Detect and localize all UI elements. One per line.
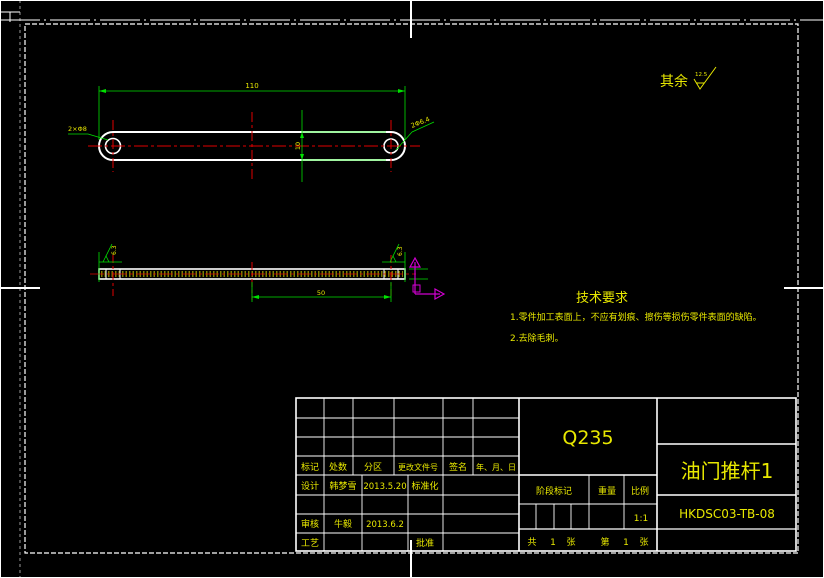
- tb-mark-label: 标记: [301, 461, 319, 473]
- corner-ticks: [0, 11, 20, 22]
- tb-design-label: 设计: [301, 480, 319, 492]
- tb-scale-value: 1:1: [634, 514, 648, 524]
- tb-page-unit: 张: [639, 537, 648, 548]
- surface-finish-value: 12.5: [695, 72, 708, 78]
- tb-designer: 韩梦雪: [329, 480, 356, 492]
- tech-requirement-item: 1.零件加工表面上，不应有划痕、擦伤等损伤零件表面的缺陷。: [510, 311, 762, 323]
- dim-side-length: 50: [251, 282, 392, 302]
- tb-date-label: 年、月、日: [476, 462, 516, 472]
- surface-finish-note: 其余 12.5: [660, 66, 717, 90]
- dim-left-hole-label: 2×Φ8: [68, 125, 87, 133]
- tb-change-doc-label: 更改文件号: [398, 462, 438, 472]
- dim-left-chamfer-label: 6.3: [111, 245, 118, 255]
- tb-scale-label: 比例: [631, 485, 649, 497]
- tech-requirements-title: 技术要求: [576, 291, 628, 306]
- dim-left-chamfer: 6.3: [99, 243, 122, 263]
- tb-zone-label: 分区: [364, 462, 382, 473]
- dim-right-chamfer-label: 6.3: [397, 246, 404, 256]
- tb-process-label: 工艺: [301, 538, 319, 549]
- dim-side-length-label: 50: [317, 289, 325, 297]
- tb-page-prefix: 第: [600, 536, 609, 548]
- tb-drawing-no: HKDSC03-TB-08: [679, 507, 775, 521]
- tech-requirement-item: 2.去除毛刺。: [510, 332, 564, 344]
- tb-total-prefix: 共: [527, 537, 536, 548]
- dim-left-hole: 2×Φ8: [68, 125, 109, 141]
- tb-material: Q235: [562, 427, 613, 449]
- rod-side-view: [90, 255, 416, 300]
- tb-sign-label: 签名: [449, 461, 467, 473]
- tb-weight-label: 重量: [598, 485, 616, 497]
- tb-standard-label: 标准化: [411, 480, 438, 492]
- tb-count-label: 处数: [329, 461, 347, 473]
- tb-review-date: 2013.6.2: [366, 520, 404, 530]
- tb-approve-label: 批准: [416, 537, 434, 549]
- title-block: 标记 处数 分区 更改文件号 签名 年、月、日 设计 韩梦雪 2013.5.20…: [295, 397, 797, 552]
- side-extension-lines: [98, 252, 428, 282]
- tb-sheet-no: 1: [623, 538, 629, 548]
- dim-overall-length: 110: [98, 82, 406, 140]
- tb-review-label: 审核: [301, 518, 319, 530]
- tb-stage-mark-label: 阶段标记: [536, 485, 572, 497]
- dim-overall-length-label: 110: [245, 82, 258, 90]
- dim-right-hole-label: 2Φ6.4: [410, 115, 431, 130]
- ucs-axis-icon: [408, 256, 446, 301]
- roughness-symbol-icon: [693, 66, 717, 90]
- tb-total-unit: 张: [566, 537, 575, 548]
- tb-total-sheets: 1: [550, 538, 556, 548]
- dim-rod-width: 10: [294, 110, 386, 182]
- tb-reviewer: 牛毅: [334, 518, 352, 530]
- dim-rod-width-label: 10: [294, 142, 302, 150]
- rod-top-view: [88, 112, 420, 182]
- dim-right-chamfer: 6.3: [382, 243, 405, 263]
- dim-right-hole: 2Φ6.4: [395, 115, 435, 151]
- tb-part-name: 油门推杆1: [681, 459, 774, 483]
- tb-design-date: 2013.5.20: [363, 482, 406, 492]
- surface-finish-label: 其余: [660, 73, 688, 90]
- tech-requirements: 技术要求 1.零件加工表面上，不应有划痕、擦伤等损伤零件表面的缺陷。 2.去除毛…: [510, 291, 762, 344]
